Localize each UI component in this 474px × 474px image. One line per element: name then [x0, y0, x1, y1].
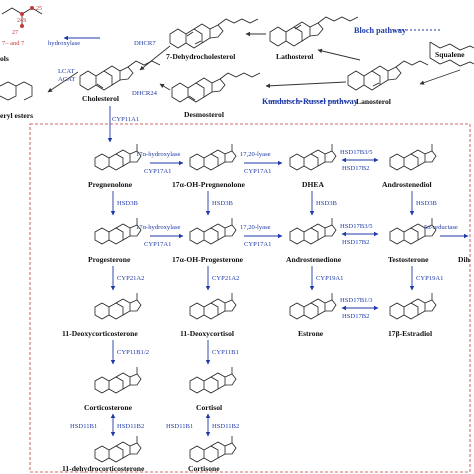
enzyme-hsd11b2-1: HSD11B2	[117, 423, 144, 430]
enzyme-hsd3b-1: HSD3B	[117, 200, 138, 207]
partial-label: 7– and 7	[2, 40, 25, 47]
label-11-deoxycortisol: 11-Deoxycortisol	[180, 329, 234, 338]
structure-androstenediol	[389, 143, 437, 171]
enzyme-lyase-2: 17,20-lyase	[240, 224, 271, 231]
enzyme-hsd11b1-1: HSD11B1	[70, 423, 97, 430]
enzyme-cyp21a2-1: CYP21A2	[117, 275, 144, 282]
enzyme-cyp21a2-2: CYP21A2	[212, 275, 239, 282]
structure-testosterone	[389, 217, 437, 245]
label-androstenedione: Androstenedione	[286, 255, 342, 264]
structure-17b-estradiol	[389, 292, 437, 320]
label-lathosterol: Lathosterol	[276, 52, 313, 61]
structure-cortisol	[189, 366, 237, 394]
arrow-lanosterol-to-lathosterol	[317, 48, 361, 61]
label-7-dehydrocholesterol: 7-Dehydrocholesterol	[166, 52, 235, 61]
enzyme-hydroxylase-2: 17α-hydroxylase	[136, 224, 181, 231]
enzyme-hsd17b2-1: HSD17B2	[342, 165, 369, 172]
label-desmosterol: Desmosterol	[184, 110, 224, 119]
label-androstenediol: Androstenediol	[382, 180, 432, 189]
acat-arrow	[47, 71, 79, 93]
structure-cortisone	[189, 435, 237, 463]
label-cholesterol: Cholesterol	[82, 94, 119, 103]
structure-estrone	[289, 292, 337, 320]
enzyme-cyp17a1-4: CYP17A1	[244, 241, 271, 248]
label-testosterone: Testosterone	[388, 255, 429, 264]
enzyme-hydroxylase-1: 17α-hydroxylase	[136, 151, 181, 158]
enzyme-cyp11b1: CYP11B1	[212, 349, 239, 356]
structure-pregnenolone	[94, 143, 142, 171]
enzyme-cyp17a1-3: CYP17A1	[144, 241, 171, 248]
structure-progesterone	[94, 217, 142, 245]
structure-11-dehydrocorticosterone	[94, 435, 142, 463]
label-corticosterone: Corticosterone	[84, 403, 133, 412]
sidechain-label-24s: 24S	[17, 18, 26, 24]
label-17oh-progesterone: 17α-OH-Progesterone	[172, 255, 244, 264]
label-dhea: DHEA	[302, 180, 324, 189]
enzyme-hsd3b-2: HSD3B	[212, 200, 233, 207]
enzyme-hsd17b35-1: HSD17B3/5	[340, 149, 373, 156]
enzyme-cyp19a1-1: CYP19A1	[316, 275, 343, 282]
cholesteryl-esters-partial-label: eryl esters	[0, 111, 33, 120]
enzyme-cyp19a1-2: CYP19A1	[416, 275, 443, 282]
enzyme-cyp11b12: CYP11B1/2	[117, 349, 149, 356]
arrow-desmosterol-to-cholesterol	[159, 83, 171, 91]
label-dht-partial: Dih	[458, 255, 471, 264]
structure-dhea	[289, 143, 337, 171]
structure-squalene	[429, 41, 474, 67]
arrow-7dhc-to-cholesterol	[139, 45, 171, 71]
label-progesterone: Progesterone	[88, 255, 131, 264]
dhcr24-label: DHCR24	[132, 90, 158, 97]
enzyme-5a-reductase: 5α-reductase	[424, 224, 458, 231]
sidechain-structure	[1, 6, 43, 28]
structure-17oh-progesterone	[189, 217, 237, 245]
enzyme-hsd17b35-2: HSD17B3/5	[340, 223, 373, 230]
enzyme-cyp17a1-1: CYP17A1	[144, 168, 171, 175]
sidechain-label-27: 27	[12, 30, 18, 36]
arrow-squalene-to-lanosterol	[419, 69, 461, 85]
label-lanosterol: Lanosterol	[356, 97, 391, 106]
structure-lanosterol	[347, 60, 429, 91]
hydroxylase-label: hydroxylase	[48, 40, 80, 47]
enzyme-hsd17b2-2: HSD17B2	[342, 239, 369, 246]
enzyme-lyase-1: 17,20-lyase	[240, 151, 271, 158]
cyp11a1-label: CYP11A1	[112, 116, 139, 123]
label-cortisol: Cortisol	[196, 403, 222, 412]
bloch-pathway-label: Bloch pathway	[354, 26, 407, 35]
label-estrone: Estrone	[298, 329, 324, 338]
structure-7-dehydrocholesterol	[169, 18, 259, 49]
dhcr7-label: DHCR7	[134, 40, 156, 47]
ester-partial-structure	[0, 81, 33, 101]
arrow-lanosterol-to-desmosterol	[265, 81, 347, 89]
enzyme-hsd3b-4: HSD3B	[416, 200, 437, 207]
structure-desmosterol	[171, 72, 261, 103]
structure-11-deoxycorticosterone	[94, 292, 142, 320]
label-11-deoxycorticosterone: 11-Deoxycorticosterone	[62, 329, 138, 338]
label-squalene: Squalene	[435, 50, 465, 59]
label-17b-estradiol: 17β-Estradiol	[388, 329, 432, 338]
enzyme-hsd3b-3: HSD3B	[316, 200, 337, 207]
sidechain-label-25: 25	[36, 6, 42, 12]
structure-corticosterone	[94, 366, 142, 394]
enzyme-hsd17b2-3: HSD17B2	[342, 313, 369, 320]
label-pregnenolone: Pregnenolone	[88, 180, 133, 189]
label-17oh-pregnenolone: 17α-OH-Pregnenolone	[172, 180, 245, 189]
enzyme-hsd17b13: HSD17B1/3	[340, 297, 373, 304]
enzyme-hsd11b2-2: HSD11B2	[212, 423, 239, 430]
structure-11-deoxycortisol	[189, 292, 237, 320]
steroid-region-border	[29, 123, 471, 473]
label-11-dehydrocorticosterone: 11-dehydrocorticosterone	[62, 464, 145, 473]
structure-cholesterol	[79, 60, 161, 91]
kandutsch-russel-pathway-label: Kandutsch-Russel pathway	[262, 97, 359, 106]
structure-androstenedione	[289, 217, 337, 245]
oxysterols-partial-label: ols	[0, 54, 9, 63]
structure-17oh-pregnenolone	[189, 143, 237, 171]
lcat-label: LCAT	[58, 68, 74, 75]
enzyme-cyp17a1-2: CYP17A1	[244, 168, 271, 175]
label-cortisone: Cortisone	[188, 464, 220, 473]
structure-lathosterol	[269, 16, 359, 47]
enzyme-hsd11b1-2: HSD11B1	[166, 423, 193, 430]
